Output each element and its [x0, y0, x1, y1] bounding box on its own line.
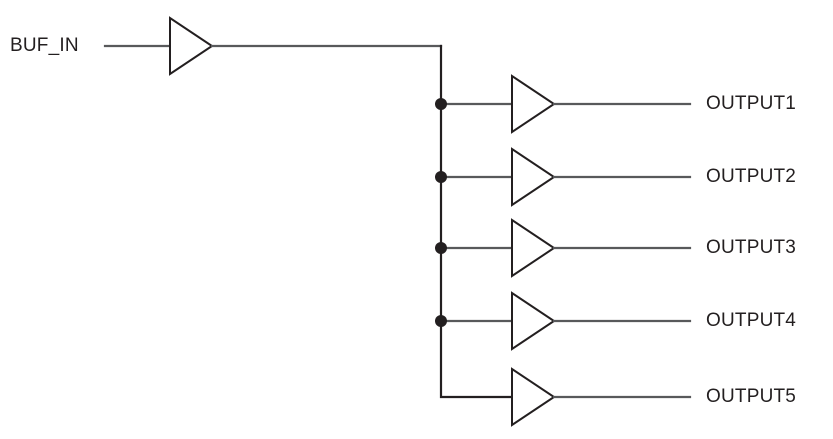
output-net-label-output5: OUTPUT5	[706, 386, 796, 407]
output-buffer-gate-output2	[511, 147, 556, 207]
output-buffer-gate-output5	[511, 367, 556, 427]
junction-output4	[435, 315, 447, 327]
output-buffer-gate-output3	[511, 218, 556, 278]
output-net-label-output3: OUTPUT3	[706, 237, 796, 258]
input-buffer-gate	[169, 16, 214, 76]
output-buffer-gate-output4	[511, 291, 556, 351]
junction-output3	[435, 242, 447, 254]
junction-output2	[435, 171, 447, 183]
junction-output1	[435, 98, 447, 110]
output-buffer-gate-output1	[511, 74, 556, 134]
output-net-label-output1: OUTPUT1	[706, 93, 796, 114]
input-net-label: BUF_IN	[10, 35, 79, 56]
distribution-bus	[439, 44, 514, 399]
output-net-label-output4: OUTPUT4	[706, 310, 796, 331]
output-net-label-output2: OUTPUT2	[706, 166, 796, 187]
